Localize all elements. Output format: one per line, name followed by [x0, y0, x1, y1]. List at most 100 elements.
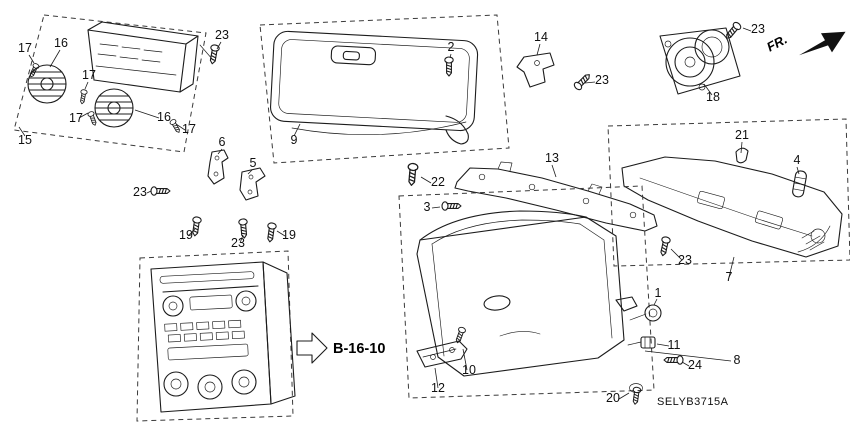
glovebox-lid — [270, 30, 479, 132]
vent18-ring-small-inner — [701, 36, 723, 58]
bracket-5-hole — [247, 189, 253, 195]
callout-7: 7 — [726, 270, 733, 284]
knob-1 — [644, 304, 662, 322]
panel-end-arc — [797, 225, 831, 253]
climate-dial-center — [197, 374, 223, 400]
bracket-14-hole — [534, 60, 540, 66]
bracket-12-ridge — [422, 348, 457, 358]
callout-3: 3 — [424, 200, 431, 214]
callout-16b: 16 — [157, 110, 171, 124]
clip-21 — [735, 147, 749, 164]
screw-20 — [630, 386, 642, 406]
callout-19b: 19 — [282, 228, 296, 242]
glovebox-housing-group — [398, 162, 662, 399]
fr-arrow-shape — [799, 31, 846, 56]
bracket-6-hole — [213, 171, 219, 177]
callout-18: 18 — [706, 90, 720, 104]
part-callouts: 17 16 23 2 14 23 23 18 17 17 16 17 15 9 … — [18, 22, 800, 405]
climate-dial-center-inner — [204, 381, 216, 393]
panel-cutout-b — [754, 210, 784, 230]
callout-4: 4 — [794, 153, 801, 167]
audio-buttons — [164, 319, 245, 343]
callout-17b: 17 — [82, 68, 96, 82]
screw-17b — [78, 88, 88, 105]
audio-top-slot — [159, 271, 255, 284]
bracket-14 — [516, 52, 555, 88]
bracket-12 — [416, 340, 468, 368]
glovebox-bin — [416, 216, 625, 377]
screw-23-under-panel — [658, 235, 672, 258]
screw-23-left-of-18 — [572, 71, 593, 92]
vent-assembly-group — [13, 14, 207, 153]
climate-dial-left — [163, 371, 189, 397]
callout-17a: 17 — [18, 41, 32, 55]
climate-dial-right — [231, 369, 257, 395]
callout-23e: 23 — [231, 236, 245, 250]
callout-1: 1 — [655, 286, 662, 300]
bin-rolled-flap — [419, 210, 587, 241]
vent-thumbwheel-left — [27, 64, 67, 104]
bin-rolled-flap-inner — [431, 219, 581, 245]
latch-11 — [640, 336, 656, 349]
climate-dial-left-inner — [170, 378, 182, 390]
callout-10: 10 — [462, 363, 476, 377]
construction-line — [627, 341, 642, 346]
panel-cutout-a — [697, 190, 725, 210]
reference-label: B-16-10 — [333, 341, 385, 357]
bin-side-tab — [615, 296, 638, 312]
screw-22 — [405, 162, 419, 187]
fr-direction-arrow: FR. — [764, 31, 846, 56]
lower-panel-group — [607, 118, 850, 267]
lower-panel-ridge — [639, 177, 813, 237]
latch-parts-group — [627, 336, 684, 406]
construction-line — [199, 44, 214, 61]
vent-housing-side — [179, 35, 199, 93]
callout-21: 21 — [735, 128, 749, 142]
bracket-5-hole — [248, 174, 254, 180]
climate-display — [167, 343, 249, 361]
dashed-boundary-vent — [13, 14, 207, 153]
beam-13 — [454, 167, 658, 232]
upper-vent-group — [572, 20, 743, 95]
bin-oval-hole — [483, 295, 511, 311]
callout-22: 22 — [431, 175, 445, 189]
screw-3 — [441, 201, 462, 211]
bin-inner-right — [579, 223, 613, 339]
callout-16a: 16 — [54, 36, 68, 50]
screw-23-left — [150, 186, 171, 196]
beam-hole — [478, 173, 486, 181]
callout-23f: 23 — [678, 253, 692, 267]
bolt-24 — [663, 355, 684, 365]
reference-block: B-16-10 — [296, 332, 385, 364]
callout-9: 9 — [291, 133, 298, 147]
callout-15: 15 — [18, 133, 32, 147]
callout-17d: 17 — [182, 122, 196, 136]
dashed-boundary-audio — [136, 250, 294, 422]
callout-13: 13 — [545, 151, 559, 165]
callout-12: 12 — [431, 381, 445, 395]
climate-dial-right-inner — [238, 376, 250, 388]
audio-knob-left — [162, 295, 184, 317]
vent18-fastener-a — [664, 40, 672, 48]
lid-bottom-curve — [291, 121, 467, 136]
panel-detail-circle — [810, 228, 826, 244]
damper-4-hatch — [792, 176, 807, 192]
screw-19-right — [265, 221, 278, 243]
vent18-plate — [659, 27, 741, 95]
audio-knob-left-inner — [168, 301, 178, 311]
callout-14: 14 — [534, 30, 548, 44]
vent18-ring-small — [694, 29, 730, 65]
callout-2: 2 — [448, 40, 455, 54]
lower-panel — [621, 156, 843, 258]
vent18-hub — [684, 56, 696, 68]
screw-2 — [444, 56, 454, 77]
dashed-boundary-panel — [607, 118, 850, 267]
vent-thumbwheel-right — [94, 88, 134, 128]
lid-handle-slot — [342, 50, 360, 61]
audio-knob-right-inner — [241, 296, 251, 306]
vent18-ring-large — [665, 37, 715, 87]
construction-line — [629, 313, 647, 321]
vent-housing-top — [87, 21, 199, 45]
